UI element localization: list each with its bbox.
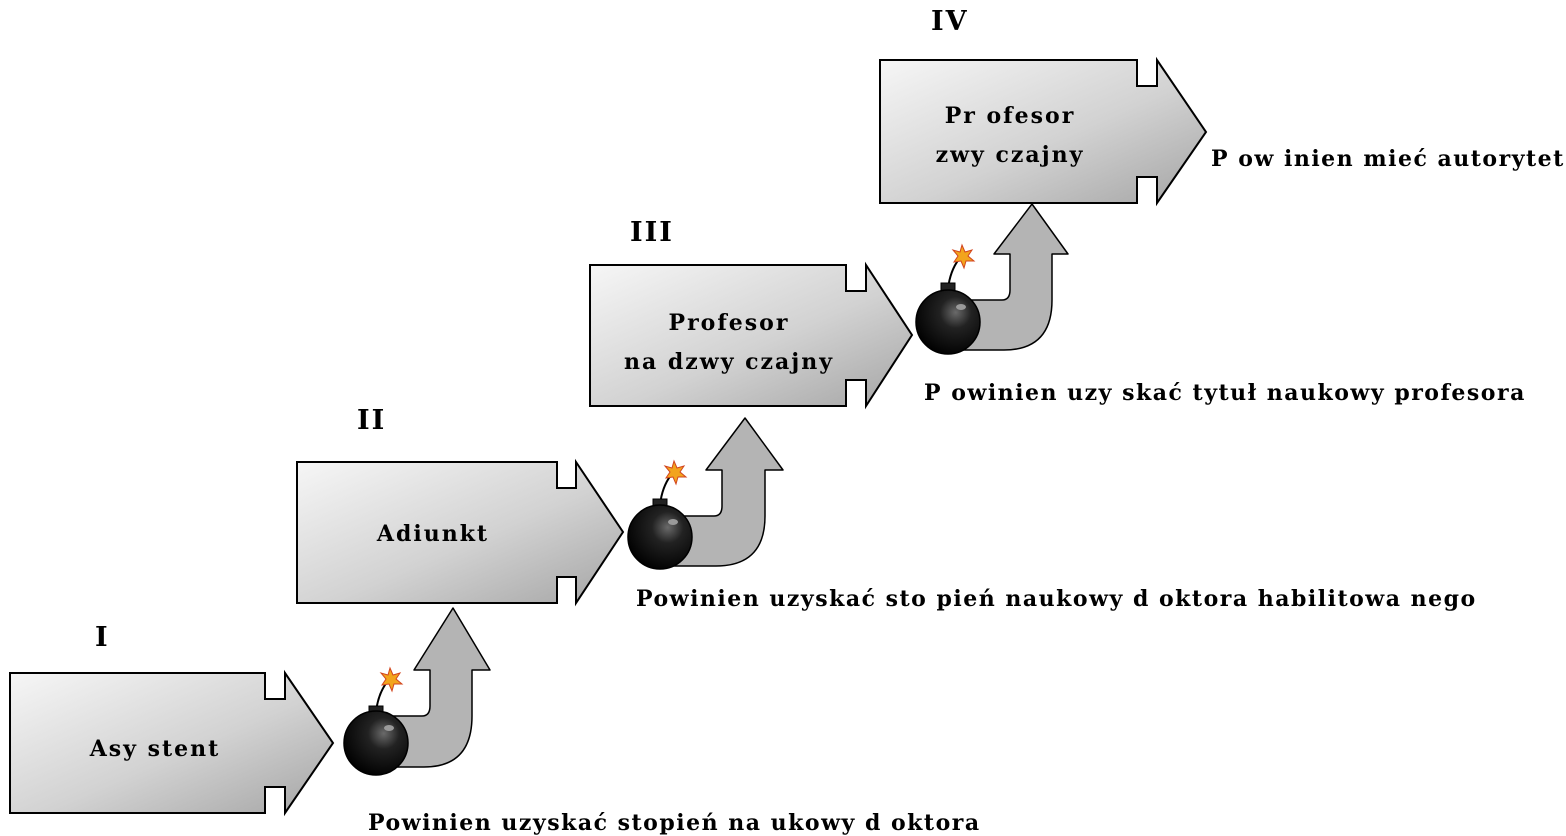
curved-up-arrow-1 [377, 607, 491, 768]
stage-title-4-line-1: Pr ofesor [945, 103, 1076, 129]
stage-title-1: Asy stent [89, 736, 221, 762]
stage-box-2 [296, 458, 625, 607]
stage-box-4 [879, 56, 1208, 207]
stage-numeral-1: I [95, 622, 110, 653]
stage-box-3 [589, 261, 914, 410]
requirement-3: P owinien uzy skać tytuł naukowy profeso… [924, 380, 1526, 406]
requirement-2: Powinien uzyskać sto pień naukowy d okto… [636, 586, 1477, 612]
bomb-icon [915, 243, 981, 355]
requirement-1: Powinien uzyskać stopień na ukowy d okto… [368, 810, 981, 836]
stage-title-4-line-2: zwy czajny [936, 142, 1085, 168]
requirement-4: P ow inien mieć autorytet [1211, 146, 1565, 172]
stage-numeral-2: II [357, 405, 386, 436]
stage-numeral-4: IV [931, 6, 969, 37]
stage-title-3-line-1: Profesor [669, 310, 790, 336]
bomb-icon [627, 459, 693, 570]
stage-box-1 [9, 669, 335, 817]
stage-numeral-3: III [630, 217, 674, 248]
stage-title-3-line-2: na dzwy czajny [624, 349, 834, 375]
stage-title-2: Adiunkt [376, 521, 489, 547]
bomb-icon [343, 666, 409, 776]
